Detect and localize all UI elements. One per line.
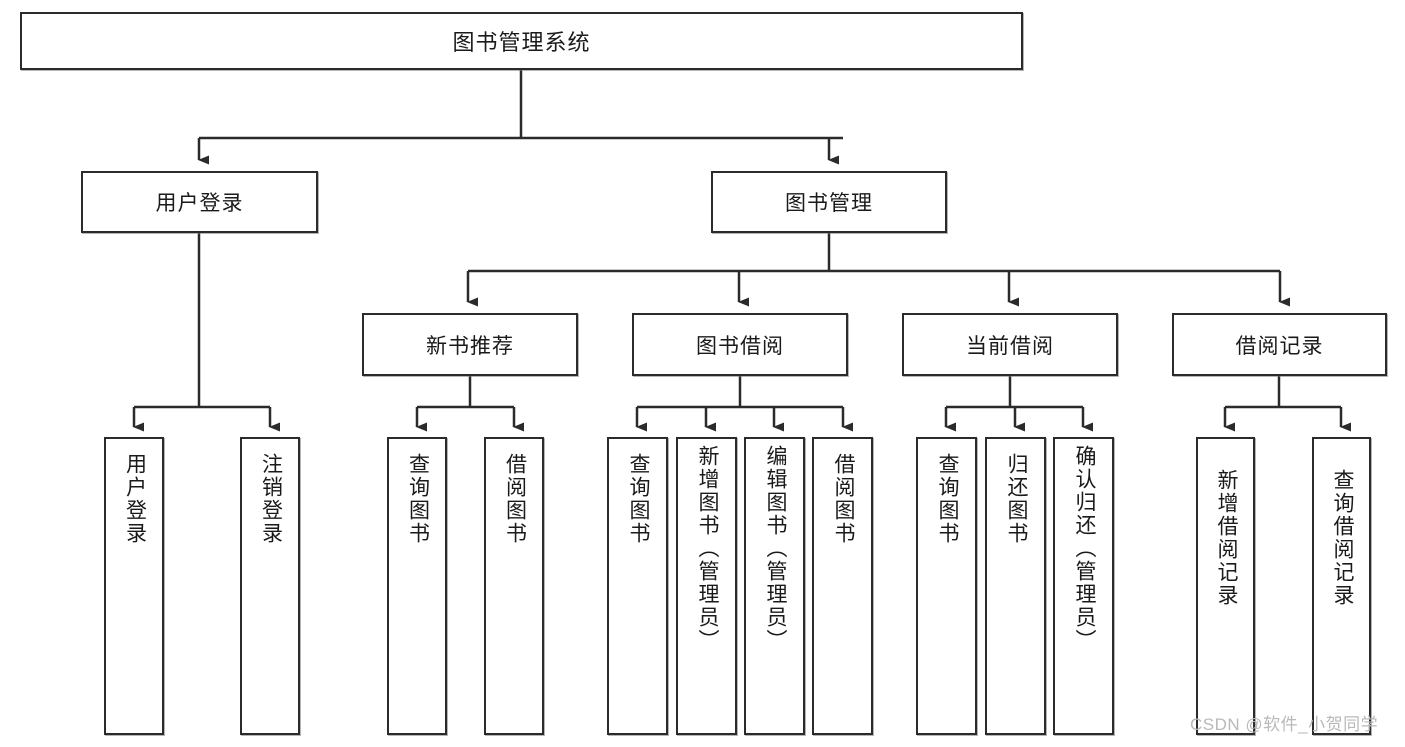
node-label: 当前借阅: [966, 334, 1054, 358]
node-current-borrow[interactable]: 当前借阅: [902, 313, 1118, 376]
node-label: 图书管理系统: [452, 30, 591, 55]
node-leaf-logout[interactable]: 注销登录: [240, 437, 300, 735]
node-label: 新增图书（管理员）: [695, 445, 719, 652]
node-label: 确认归还（管理员）: [1072, 445, 1096, 652]
node-label: 图书借阅: [696, 334, 784, 358]
node-leaf-return-book[interactable]: 归还图书: [985, 437, 1046, 735]
node-borrow-record[interactable]: 借阅记录: [1172, 313, 1387, 376]
node-leaf-user-login[interactable]: 用户登录: [104, 437, 164, 735]
node-label: 查询图书: [406, 453, 430, 545]
node-leaf-add-book[interactable]: 新增图书（管理员）: [676, 437, 737, 735]
node-label: 归还图书: [1004, 453, 1028, 545]
node-book-borrow[interactable]: 图书借阅: [632, 313, 848, 376]
node-root-system[interactable]: 图书管理系统: [20, 12, 1023, 70]
node-leaf-borrow-book-1[interactable]: 借阅图书: [484, 437, 544, 735]
node-user-login[interactable]: 用户登录: [81, 171, 318, 233]
node-label: 新书推荐: [426, 334, 514, 358]
node-label: 借阅图书: [831, 453, 855, 545]
node-label: 用户登录: [123, 453, 147, 545]
node-leaf-confirm-return[interactable]: 确认归还（管理员）: [1053, 437, 1114, 735]
node-label: 查询借阅记录: [1330, 469, 1354, 607]
node-leaf-borrow-book-2[interactable]: 借阅图书: [812, 437, 873, 735]
node-label: 注销登录: [259, 453, 283, 545]
node-leaf-add-record[interactable]: 新增借阅记录: [1196, 437, 1255, 735]
node-leaf-query-book-3[interactable]: 查询图书: [916, 437, 977, 735]
node-leaf-query-record[interactable]: 查询借阅记录: [1312, 437, 1371, 735]
node-leaf-query-book-2[interactable]: 查询图书: [607, 437, 668, 735]
node-leaf-query-book-1[interactable]: 查询图书: [387, 437, 447, 735]
node-label: 新增借阅记录: [1214, 469, 1238, 607]
node-label: 借阅图书: [503, 453, 527, 545]
node-book-manage[interactable]: 图书管理: [711, 171, 947, 233]
node-leaf-edit-book[interactable]: 编辑图书（管理员）: [744, 437, 805, 735]
node-label: 编辑图书（管理员）: [763, 445, 787, 652]
node-label: 查询图书: [626, 453, 650, 545]
node-new-book-rec[interactable]: 新书推荐: [362, 313, 578, 376]
csdn-watermark: CSDN @软件_小贺同学: [1190, 715, 1379, 734]
node-label: 图书管理: [785, 192, 873, 215]
node-label: 用户登录: [155, 192, 244, 215]
node-label: 借阅记录: [1235, 334, 1324, 358]
node-label: 查询图书: [935, 453, 959, 545]
